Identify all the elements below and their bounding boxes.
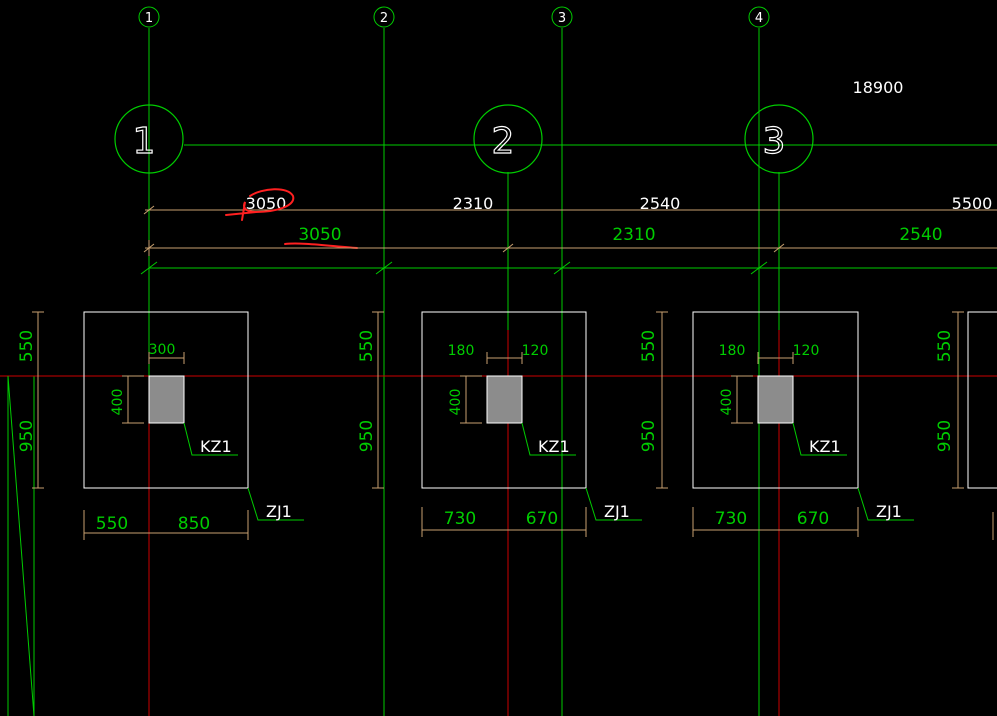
upper-dimension-row: 3050 2310 2540 5500: [143, 194, 997, 215]
large-bubble-label: 3: [763, 121, 786, 162]
axis-bubble-label: 2: [380, 11, 388, 26]
footing-label-zj1[interactable]: ZJ1: [266, 502, 292, 521]
footing-outline: [692, 311, 859, 489]
large-bubble-3[interactable]: 3: [744, 104, 814, 174]
upper-dim-text: 5500: [952, 194, 993, 213]
footing-1[interactable]: 400 300 KZ1 ZJ1 550 850: [37, 311, 304, 540]
axis-bubble-1[interactable]: 1: [138, 6, 160, 28]
column-height-dim-text: 400: [719, 389, 735, 416]
vertical-dim-text: 550: [357, 330, 377, 362]
large-axis-bubbles: 1 2 3: [114, 104, 814, 174]
vertical-dim-text: 550: [639, 330, 659, 362]
footing-outline: [967, 311, 997, 489]
top-axis-bubbles: 1 2 3 4: [138, 6, 770, 28]
bottom-dim-text: 850: [178, 514, 210, 534]
footing-label-zj1[interactable]: ZJ1: [604, 502, 630, 521]
upper-dim-text: 3050: [246, 194, 287, 213]
bottom-dim-text: 670: [797, 509, 829, 529]
axis-bubble-label: 3: [558, 11, 566, 26]
red-markup-annotation: [225, 188, 358, 249]
column-label-kz1[interactable]: KZ1: [809, 437, 841, 456]
axis-bubble-label: 1: [145, 11, 153, 26]
axis-bubble-2[interactable]: 2: [373, 6, 395, 28]
large-bubble-1[interactable]: 1: [114, 104, 184, 174]
left-edge-dimensions: 550 950: [7, 311, 44, 716]
column-height-dim-text: 400: [448, 389, 464, 416]
column-label-kz1[interactable]: KZ1: [538, 437, 570, 456]
footing-outline: [421, 311, 587, 489]
bottom-dim-text: 550: [96, 514, 128, 534]
footing-3[interactable]: 550 950 400 180 120 KZ1 ZJ1 730 670: [639, 311, 914, 537]
upper-dim-text: 2310: [453, 194, 494, 213]
column-kz1[interactable]: [486, 375, 523, 424]
column-label-kz1[interactable]: KZ1: [200, 437, 232, 456]
upper-dim-text: 2540: [640, 194, 681, 213]
column-height-dim-text: 400: [110, 389, 126, 416]
large-bubble-label: 1: [133, 121, 156, 162]
lower-dim-text: 2310: [612, 225, 655, 245]
overall-dimension-text: 18900: [853, 78, 904, 97]
left-edge-dim-text: 550: [17, 330, 37, 362]
axis-bubble-4[interactable]: 4: [748, 6, 770, 28]
axis-bubble-label: 4: [755, 11, 763, 26]
column-width-dim-text: 300: [149, 342, 176, 358]
column-kz1[interactable]: [757, 375, 794, 424]
footing-outline: [83, 311, 249, 489]
left-edge-dim-text: 950: [17, 420, 37, 452]
vertical-dim-text: 950: [639, 420, 659, 452]
vertical-dim-text: 550: [935, 330, 955, 362]
lower-dim-text: 2540: [899, 225, 942, 245]
column-width-dim-text: 120: [522, 343, 549, 359]
vertical-dim-text: 950: [935, 420, 955, 452]
lower-dimension-row: 3050 2310 2540: [140, 225, 997, 275]
axis-bubble-3[interactable]: 3: [551, 6, 573, 28]
large-bubble-2[interactable]: 2: [473, 104, 543, 174]
lower-dim-text: 3050: [298, 225, 341, 245]
footing-label-zj1[interactable]: ZJ1: [876, 502, 902, 521]
column-kz1[interactable]: [148, 375, 185, 424]
bottom-dim-text: 730: [715, 509, 747, 529]
vertical-dim-text: 950: [357, 420, 377, 452]
footing-partial-right[interactable]: 550 950: [935, 311, 997, 540]
column-width-dim-text: 180: [719, 343, 746, 359]
column-width-dim-text: 180: [448, 343, 475, 359]
bottom-dim-text: 670: [526, 509, 558, 529]
large-bubble-label: 2: [492, 121, 515, 162]
footing-2[interactable]: 550 950 400 180 120 KZ1 ZJ1 730 670: [357, 311, 642, 537]
bottom-dim-text: 730: [444, 509, 476, 529]
column-width-dim-text: 120: [793, 343, 820, 359]
